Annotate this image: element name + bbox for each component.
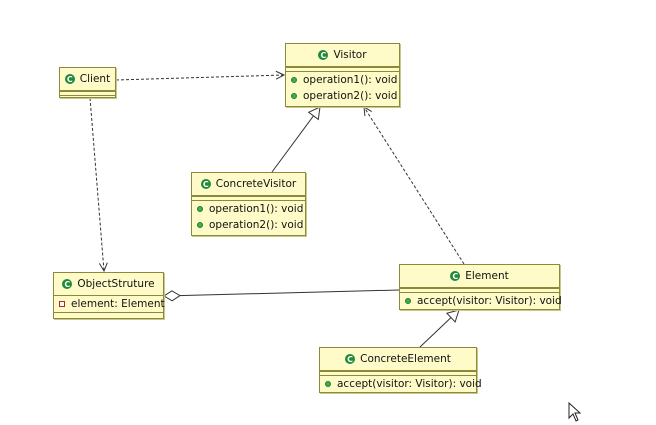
- private-field-icon: [59, 301, 65, 307]
- attributes-compartment: [286, 67, 399, 71]
- class-icon: C: [450, 271, 461, 281]
- public-method-icon: [197, 206, 203, 212]
- public-method-icon: [291, 93, 297, 99]
- class-name: ConcreteVisitor: [215, 178, 297, 190]
- client-objectstructure-dependency: [89, 97, 104, 271]
- methods-separator: [60, 95, 115, 96]
- method-row: accept(visitor: Visitor): void: [320, 376, 482, 392]
- method-signature: operation2(): void: [303, 90, 398, 102]
- class-icon: C: [62, 279, 73, 289]
- methods-separator: [192, 200, 305, 201]
- public-method-icon: [197, 222, 203, 228]
- class-name: Client: [79, 73, 111, 85]
- objectstructure-element-aggregation: [163, 289, 400, 302]
- class-object-structure[interactable]: C ObjectStruture element: Element: [53, 272, 165, 319]
- method-row: operation2(): void: [286, 88, 399, 104]
- method-signature: accept(visitor: Visitor): void: [417, 295, 562, 307]
- element-visitor-dependency: [364, 107, 465, 265]
- method-signature: accept(visitor: Visitor): void: [337, 378, 482, 390]
- class-header: C Client: [60, 68, 115, 91]
- concreteelement-element-realization: [419, 309, 460, 348]
- client-visitor-dependency: [115, 75, 284, 81]
- method-row: accept(visitor: Visitor): void: [400, 293, 562, 309]
- method-signature: operation2(): void: [209, 219, 304, 231]
- class-name: ObjectStruture: [77, 278, 155, 290]
- field-row: element: Element: [54, 296, 165, 312]
- class-client[interactable]: C Client: [59, 67, 116, 98]
- class-icon: C: [64, 74, 75, 84]
- class-header: C ConcreteVisitor: [192, 173, 305, 196]
- attributes-compartment: [320, 371, 476, 375]
- class-header: C ObjectStruture: [54, 273, 163, 296]
- class-concrete-element[interactable]: C ConcreteElement accept(visitor: Visito…: [319, 347, 482, 393]
- concretevisitor-visitor-realization: [271, 106, 321, 173]
- public-method-icon: [291, 77, 297, 83]
- field-signature: element: Element: [71, 298, 165, 310]
- method-signature: operation1(): void: [303, 74, 398, 86]
- method-row: operation2(): void: [192, 217, 305, 233]
- methods-separator: [286, 71, 399, 72]
- public-method-icon: [405, 298, 411, 304]
- class-concrete-visitor[interactable]: C ConcreteVisitor operation1(): void ope…: [191, 172, 306, 236]
- class-header: C Element: [400, 265, 559, 288]
- class-name: ConcreteElement: [360, 353, 451, 365]
- class-header: C Visitor: [286, 44, 399, 67]
- mouse-cursor-icon: [568, 402, 582, 422]
- class-visitor[interactable]: C Visitor operation1(): void operation2(…: [285, 43, 400, 107]
- public-method-icon: [325, 381, 331, 387]
- methods-separator: [54, 312, 163, 313]
- class-name: Visitor: [333, 49, 367, 61]
- attributes-compartment: [60, 91, 115, 95]
- methods-separator: [400, 292, 559, 293]
- attributes-compartment: [400, 288, 559, 292]
- class-icon: C: [318, 50, 329, 60]
- method-row: operation1(): void: [286, 72, 399, 88]
- class-element[interactable]: C Element accept(visitor: Visitor): void: [399, 264, 562, 310]
- methods-separator: [320, 375, 476, 376]
- class-icon: C: [200, 179, 211, 189]
- method-row: operation1(): void: [192, 201, 305, 217]
- class-header: C ConcreteElement: [320, 348, 476, 371]
- method-signature: operation1(): void: [209, 203, 304, 215]
- attributes-compartment: [192, 196, 305, 200]
- class-name: Element: [465, 270, 509, 282]
- class-icon: C: [345, 354, 356, 364]
